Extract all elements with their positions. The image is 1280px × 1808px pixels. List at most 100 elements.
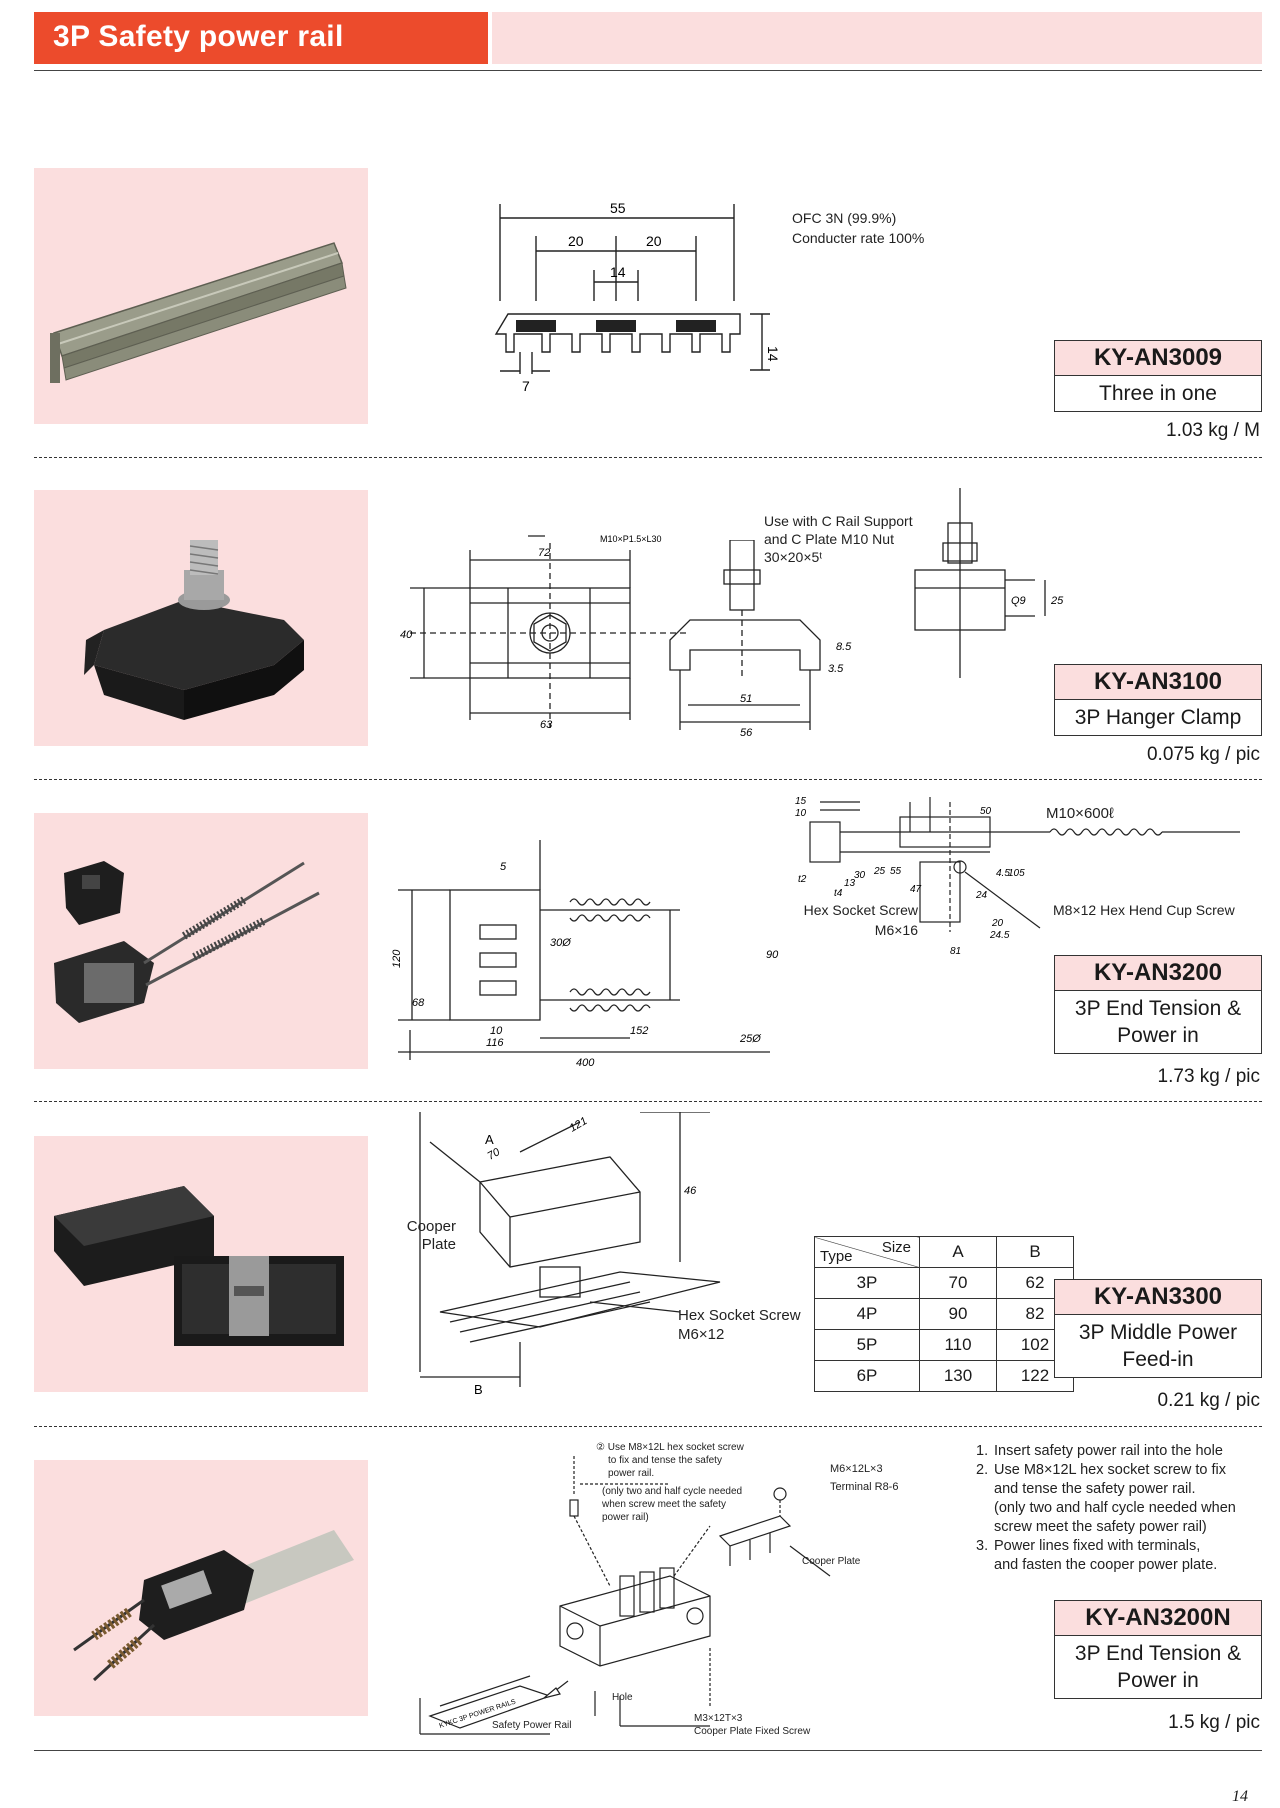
size-table: Size Type A B 3P 70 62 4P 90 82 5P 110 1… <box>814 1236 1074 1392</box>
table-row: 5P 110 102 <box>814 1329 1074 1361</box>
dim-51: 51 <box>740 693 752 705</box>
table-cell: 130 <box>919 1360 997 1392</box>
page-number: 14 <box>1232 1788 1248 1805</box>
dim-4.5: 4.5 <box>996 868 1010 879</box>
material-note-line: OFC 3N (99.9%) <box>792 210 897 226</box>
hex-screw-label: Hex Socket Screw M6×16 <box>790 900 918 940</box>
product-model: KY-AN3300 <box>1055 1280 1261 1315</box>
product-weight: 1.73 kg / pic <box>1157 1066 1260 1087</box>
material-note-line: Conducter rate 100% <box>792 230 925 246</box>
cup-screw-label: M8×12 Hex Hend Cup Screw <box>1053 902 1235 918</box>
dim-10b: 10 <box>795 808 807 819</box>
hex-socket-label: Hex Socket Screw M6×12 <box>678 1306 801 1344</box>
product-description-line: Feed-in <box>1122 1348 1194 1371</box>
hanger-note-line: and C Plate M10 Nut <box>764 531 894 547</box>
fixed-screw-callout-line: Cooper Plate Fixed Screw <box>694 1726 811 1737</box>
dim-3.5: 3.5 <box>828 663 844 675</box>
dim-q9: Q9 <box>1011 595 1026 607</box>
dim-25-dia: 25Ø <box>739 1033 762 1045</box>
screw-callout-line: power rail. <box>608 1468 655 1479</box>
screw-callout-line: ② Use M8×12L hex socket screw <box>596 1442 744 1453</box>
size-table-header: B <box>996 1236 1074 1268</box>
dim-120: 120 <box>391 949 403 968</box>
terminal-callout-line: Terminal R8-6 <box>830 1481 899 1493</box>
size-table-header: A <box>919 1236 997 1268</box>
rail-cross-section-drawing: 55 20 20 14 14 7 <box>494 200 780 394</box>
rod-spec-label: M10×600ℓ <box>1046 805 1114 822</box>
product-box-an3200: KY-AN3200 3P End Tension & Power in <box>1054 955 1262 1054</box>
fixed-screw-callout-line: M3×12T×3 <box>694 1713 743 1724</box>
product-photo-middle-feed <box>34 1136 368 1392</box>
section-divider <box>34 1426 1262 1427</box>
product-weight: 1.03 kg / M <box>1166 420 1260 441</box>
terminal-callout: M6×12L×3 Terminal R8-6 <box>830 1460 898 1496</box>
product-photo-end-tension-n <box>34 1460 368 1716</box>
dim-400: 400 <box>576 1057 595 1069</box>
step-text: Use M8×12L hex socket screw to fix <box>994 1462 1226 1478</box>
dim-width-55: 55 <box>610 200 626 216</box>
dim-leg-7: 7 <box>522 378 530 394</box>
middle-feed-drawing: 70 A 121 46 B <box>419 1112 721 1397</box>
type-header-label: Type <box>820 1248 853 1265</box>
dim-height-14: 14 <box>765 346 780 362</box>
screw-callout-line: to fix and tense the safety <box>608 1455 722 1466</box>
cooper-plate-callout: Cooper Plate <box>802 1556 861 1567</box>
product-photo-hanger-clamp <box>34 490 368 746</box>
product-description: 3P Middle Power Feed-in <box>1055 1315 1261 1377</box>
hanger-clamp-end-drawing: Q9 25 <box>914 488 1064 678</box>
section-divider <box>34 779 1262 780</box>
product-weight: 1.5 kg / pic <box>1168 1712 1260 1733</box>
table-cell: 4P <box>814 1298 920 1330</box>
dim-121: 121 <box>568 1115 590 1135</box>
table-cell: 5P <box>814 1329 920 1361</box>
product-weight: 0.21 kg / pic <box>1157 1390 1260 1411</box>
end-tension-plan-drawing: 5 120 30Ø 90 68 10 116 152 25Ø 400 <box>391 840 779 1069</box>
footer-divider <box>34 1750 1262 1751</box>
product-description-line: 3P Middle Power <box>1078 1321 1238 1344</box>
table-cell: 90 <box>919 1298 997 1330</box>
list-item: 1. Insert safety power rail into the hol… <box>976 1442 1276 1461</box>
hanger-clamp-side-drawing: 51 56 8.5 3.5 <box>669 540 852 739</box>
step-number: 3. <box>976 1538 989 1554</box>
cooper-plate-line: Plate <box>421 1236 456 1253</box>
dim-70: 70 <box>486 1146 503 1163</box>
product-box-an3200n: KY-AN3200N 3P End Tension & Power in <box>1054 1600 1262 1699</box>
section-divider <box>34 1101 1262 1102</box>
product-box-an3300: KY-AN3300 3P Middle Power Feed-in <box>1054 1279 1262 1378</box>
dim-b: B <box>474 1382 483 1397</box>
end-tension-n-assembly-drawing: KYKC 3P POWER RAILS <box>419 1456 831 1735</box>
dim-pitch-20b: 20 <box>646 233 662 249</box>
dim-24: 24 <box>975 890 988 901</box>
table-cell: 110 <box>919 1329 997 1361</box>
hanger-note-line: 30×20×5ᵗ <box>764 549 823 565</box>
header-title-bar <box>34 12 488 64</box>
step-text: and tense the safety power rail. <box>994 1481 1196 1497</box>
product-description-line: 3P End Tension & <box>1074 1642 1242 1665</box>
cycle-callout: (only two and half cycle needed when scr… <box>602 1485 772 1524</box>
product-box-an3100: KY-AN3100 3P Hanger Clamp <box>1054 664 1262 736</box>
step-number: 1. <box>976 1443 989 1459</box>
hanger-clamp-front-drawing: 72 40 63 M10×P1.5×L30 <box>400 534 690 731</box>
product-description-line: Power in <box>1117 1669 1199 1692</box>
step-text: and fasten the cooper power plate. <box>994 1557 1218 1573</box>
product-weight: 0.075 kg / pic <box>1146 744 1260 765</box>
safety-rail-callout: Safety Power Rail <box>492 1720 572 1731</box>
product-description: 3P Hanger Clamp <box>1074 706 1242 729</box>
table-cell: 70 <box>919 1267 997 1299</box>
step-number: 2. <box>976 1462 989 1478</box>
dim-47: 47 <box>910 884 922 895</box>
hex-screw-line: Hex Socket Screw <box>803 902 918 918</box>
size-header-label: Size <box>881 1239 911 1256</box>
step-text: Power lines fixed with terminals, <box>994 1538 1201 1554</box>
hex-socket-line: M6×12 <box>678 1326 725 1343</box>
list-item: 3. Power lines fixed with terminals, and… <box>976 1537 1276 1575</box>
section-divider <box>34 457 1262 458</box>
dim-8.5: 8.5 <box>836 641 852 653</box>
dim-20: 20 <box>991 918 1004 929</box>
installation-steps: 1. Insert safety power rail into the hol… <box>976 1442 1276 1575</box>
fixed-screw-callout: M3×12T×3 Cooper Plate Fixed Screw <box>694 1712 810 1738</box>
dim-40: 40 <box>400 629 413 641</box>
product-description: Three in one <box>1099 382 1217 405</box>
step-text: (only two and half cycle needed when <box>994 1500 1236 1516</box>
dim-50: 50 <box>980 806 992 817</box>
